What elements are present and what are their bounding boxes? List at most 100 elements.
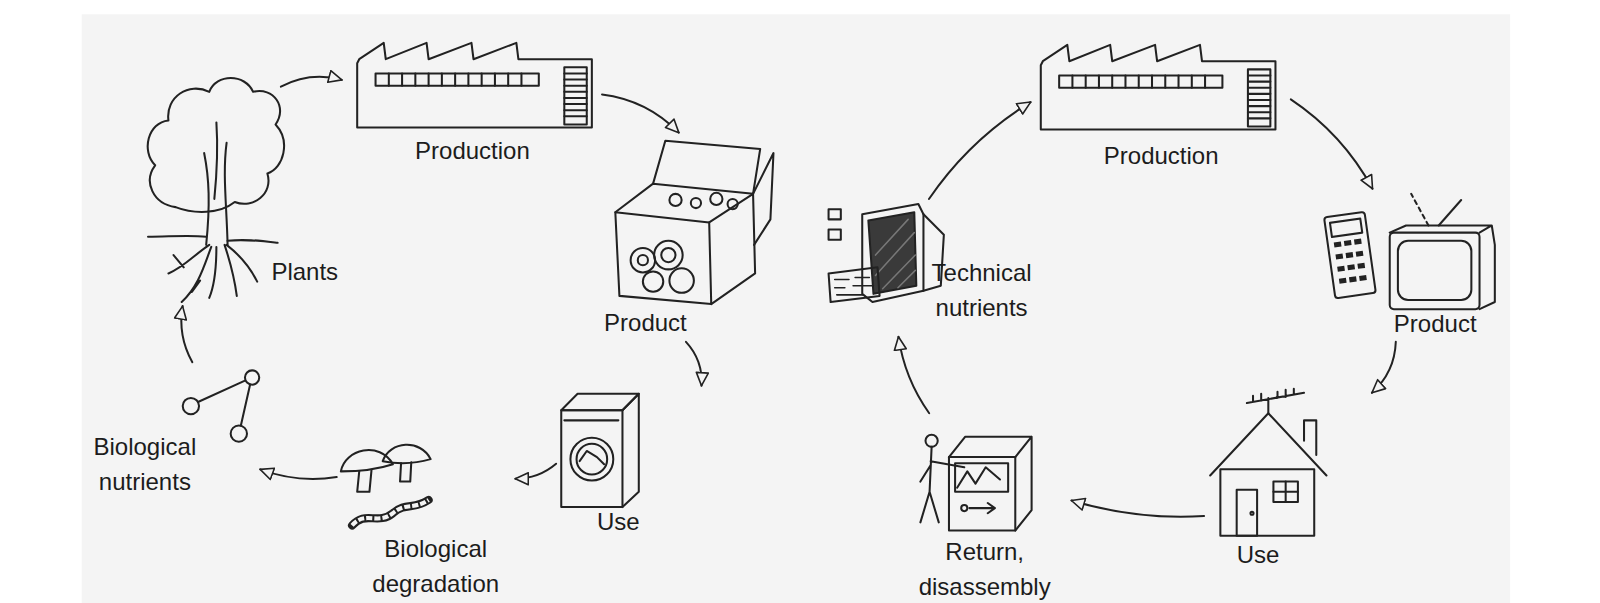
atom <box>245 370 259 384</box>
stage-label: Biological nutrients <box>68 429 221 499</box>
mushroom-cap <box>383 445 431 463</box>
machine-top <box>561 394 639 410</box>
box-fruit <box>638 255 648 265</box>
flow-arrow <box>260 469 337 479</box>
return-box-knob <box>961 505 967 511</box>
box-content <box>669 194 681 206</box>
mushroom-stem <box>357 470 371 491</box>
molecule-symbol <box>183 370 260 441</box>
flow-arrow <box>515 464 556 479</box>
box-content <box>710 193 722 205</box>
washing-machine <box>561 394 639 507</box>
return-box-parts <box>957 467 1000 487</box>
roof-antenna <box>1247 389 1304 413</box>
flow-arrow <box>281 77 342 87</box>
stage-node: Production <box>1031 39 1291 174</box>
stage-label: Plants <box>271 254 353 289</box>
flow-arrow <box>1291 99 1373 188</box>
stage-node: Use <box>556 386 709 539</box>
background-panel <box>82 14 1510 603</box>
box-product <box>615 141 773 304</box>
mushrooms-and-worm <box>341 445 431 526</box>
stage-label: Technical nutrients <box>915 255 1048 325</box>
factory-left <box>357 43 592 128</box>
stage-label: Product <box>1394 306 1496 341</box>
box-back-flap <box>653 141 760 194</box>
factory-right <box>1041 45 1276 130</box>
box-fruit <box>643 271 663 291</box>
machine-window <box>577 444 608 475</box>
return-box-top <box>949 437 1032 531</box>
machine-panel <box>564 419 618 421</box>
box-front <box>615 212 711 304</box>
stage-node: Production <box>342 39 602 172</box>
box-content <box>691 198 701 208</box>
flow-arrow <box>929 102 1031 199</box>
tv-front <box>1390 233 1480 310</box>
calculator-body <box>1324 212 1376 299</box>
stage-label: Production <box>401 133 544 168</box>
person-head <box>925 435 937 447</box>
flow-arrow <box>1071 500 1204 516</box>
tv-antenna <box>1411 194 1428 226</box>
box-fruit <box>661 248 675 262</box>
screen-hatch <box>876 219 916 288</box>
box-fruit <box>631 248 655 272</box>
mushroom-stem <box>400 462 411 481</box>
tv-screen <box>1398 241 1471 300</box>
flow-arrow <box>181 306 192 362</box>
return-box-arrow <box>969 503 995 513</box>
chip <box>829 230 841 240</box>
board-parts <box>835 278 874 295</box>
flow-arrow <box>686 342 702 386</box>
calculator-display <box>1330 219 1362 237</box>
tv-side <box>1390 225 1495 309</box>
tree-illustration <box>148 78 284 302</box>
return-box-front <box>949 457 1015 530</box>
worm-segments <box>352 500 429 526</box>
tree-trunk <box>204 122 227 244</box>
stage-label: Use <box>1237 537 1293 572</box>
flow-arrow <box>602 94 679 132</box>
stage-node: Product <box>1316 189 1510 342</box>
door-knob <box>1250 512 1253 515</box>
box-side-flap <box>753 153 773 245</box>
return-box-opening <box>955 463 1008 492</box>
monitor-screen <box>868 212 916 294</box>
flow-arrow <box>1372 342 1396 393</box>
chip <box>829 209 841 219</box>
stage-node: Technical nutrients <box>816 199 1051 337</box>
stage-label: Product <box>604 305 701 340</box>
calculator-and-tv <box>1324 194 1495 309</box>
stage-node: Biological degradation <box>337 434 516 603</box>
stage-label: Use <box>597 504 653 539</box>
machine-side <box>622 394 638 507</box>
tv-antenna <box>1439 200 1461 226</box>
person-body <box>920 447 964 523</box>
house <box>1210 389 1326 536</box>
box-content <box>728 199 738 209</box>
box-fruit <box>669 268 693 292</box>
stage-label: Return, disassembly <box>908 534 1061 603</box>
stage-node: Biological nutrients <box>66 362 260 505</box>
stage-node: Plants <box>143 87 352 306</box>
house-roof <box>1210 413 1326 475</box>
box-fruit <box>654 241 683 270</box>
stage-label: Biological degradation <box>359 531 512 601</box>
stage-label: Production <box>1090 138 1233 173</box>
window-cross <box>1273 482 1297 502</box>
bond <box>198 381 250 426</box>
machine-door <box>570 438 613 481</box>
worm-body <box>352 500 429 526</box>
box-top-edge <box>615 184 753 213</box>
machine-laundry <box>580 451 604 464</box>
house-door <box>1237 490 1257 536</box>
tree-roots <box>148 236 278 302</box>
stage-node: Product <box>602 133 781 342</box>
flow-arrow <box>898 337 929 414</box>
calculator-keys <box>1334 241 1366 281</box>
